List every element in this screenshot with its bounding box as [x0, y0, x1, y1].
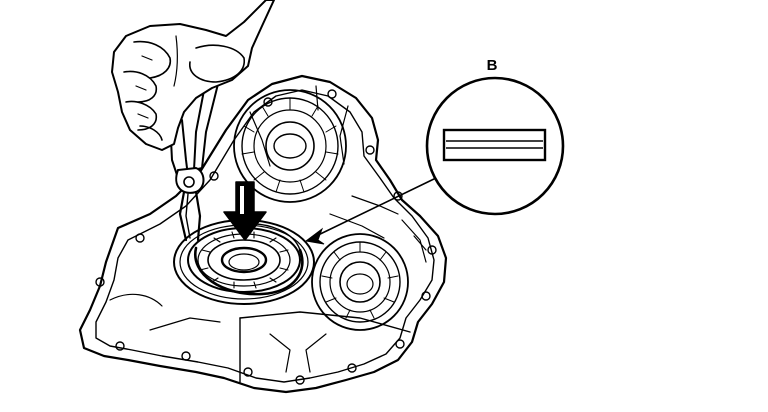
hand: [111, 0, 275, 151]
callout-leader: [304, 177, 437, 245]
install-direction-arrow: [223, 181, 267, 241]
detail-circle-b: [425, 76, 565, 216]
transmission-housing: [78, 74, 448, 394]
snap-ring-pliers: [169, 79, 219, 242]
callout-label-b: B: [487, 57, 498, 74]
countershaft-bearing: [311, 233, 409, 331]
snap-ring-cross-section: [442, 128, 547, 162]
mainshaft-bearing-bore: [233, 89, 347, 203]
